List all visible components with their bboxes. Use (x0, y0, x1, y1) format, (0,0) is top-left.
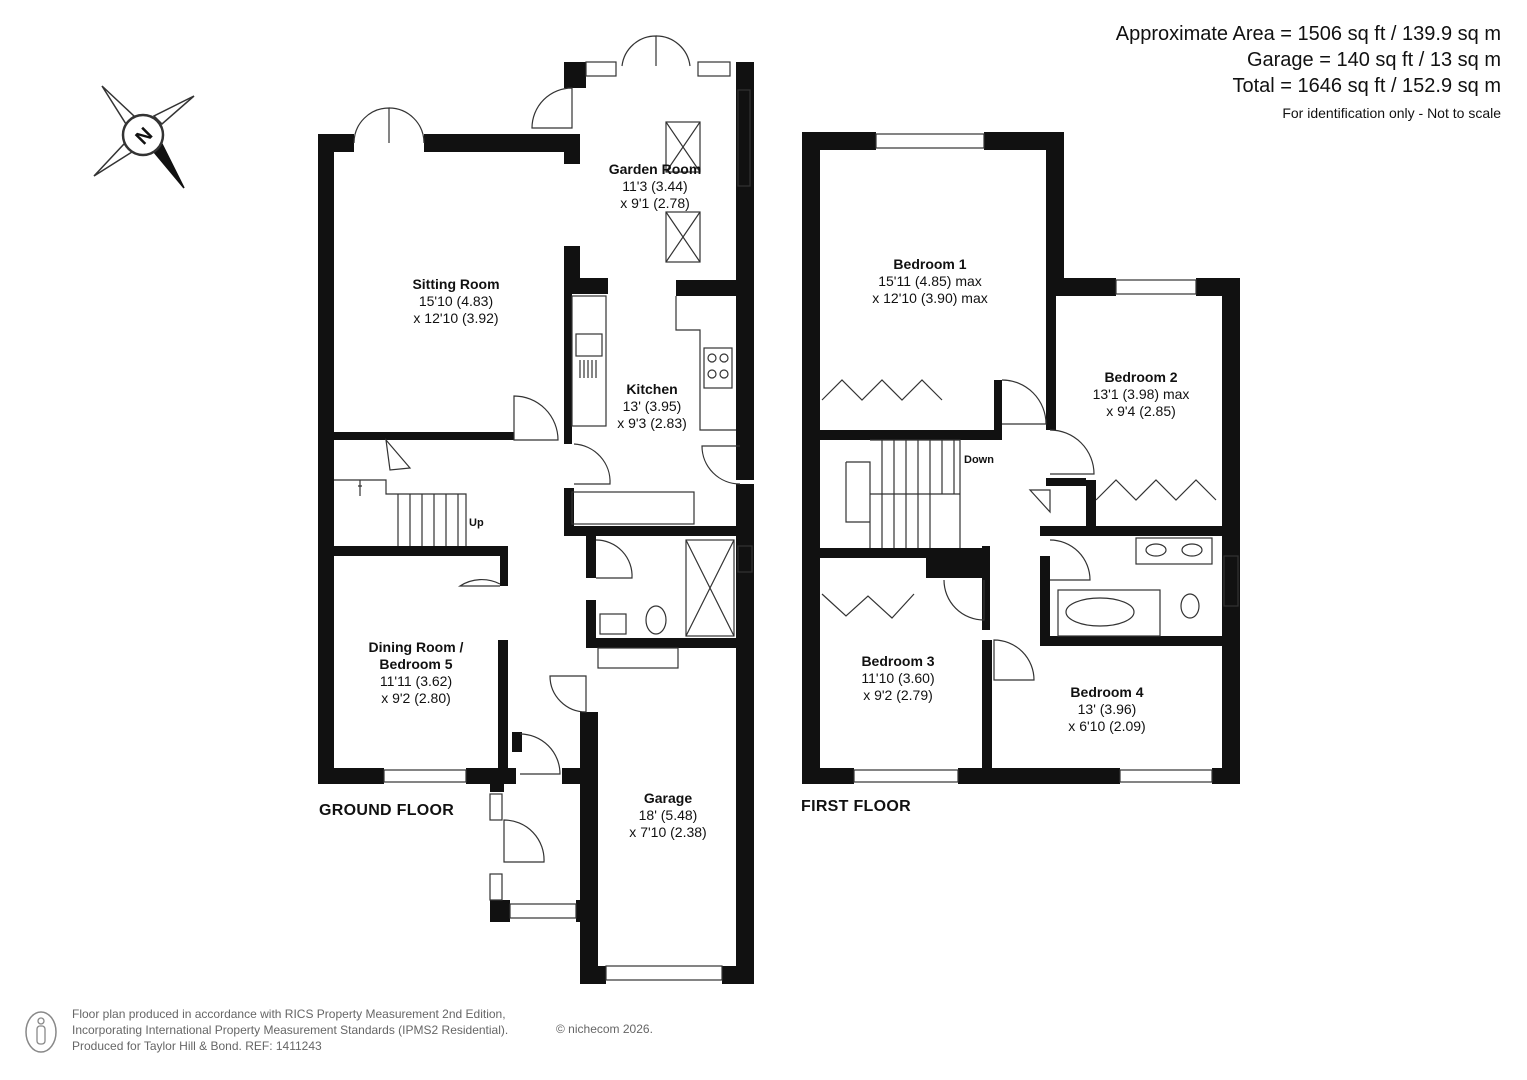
footer-notes: Floor plan produced in accordance with R… (72, 1006, 508, 1054)
garage-area: Garage = 140 sq ft / 13 sq m (1246, 49, 1501, 71)
approximate-area: Approximate Area = 1506 sq ft / 139.9 sq… (1115, 23, 1501, 45)
room-dining-room: Dining Room / Bedroom 5 11'11 (3.62) x 9… (369, 639, 464, 707)
room-bedroom-2: Bedroom 2 13'1 (3.98) max x 9'4 (2.85) (1093, 369, 1190, 420)
room-kitchen: Kitchen 13' (3.95) x 9'3 (2.83) (617, 381, 687, 432)
scale-note: For identification only - Not to scale (1282, 105, 1501, 121)
room-dimension: 11'10 (3.60) (861, 670, 935, 686)
stairs-down-label: Down (964, 454, 994, 466)
room-name: Bedroom 1 (893, 256, 967, 272)
room-sitting-room: Sitting Room 15'10 (4.83) x 12'10 (3.92) (412, 276, 499, 327)
room-dimension: 11'3 (3.44) (622, 178, 688, 194)
room-dimension: 15'10 (4.83) (418, 293, 494, 309)
copyright-text: © nichecom 2026. (556, 1022, 653, 1036)
room-name: Dining Room / (368, 639, 464, 655)
room-bedroom-4: Bedroom 4 13' (3.96) x 6'10 (2.09) (1068, 684, 1145, 735)
room-name: Kitchen (626, 381, 678, 397)
ground-floor-title: GROUND FLOOR (319, 802, 455, 819)
room-name: Garden Room (608, 161, 702, 177)
north-arrow-icon: N (93, 85, 195, 189)
room-dimension: 13' (3.95) (622, 398, 682, 414)
footer-line: Produced for Taylor Hill & Bond. REF: 14… (72, 1039, 322, 1053)
room-name: Bedroom 2 (1104, 369, 1178, 385)
first-floor-fixtures (821, 133, 1239, 783)
room-dimension: x 9'2 (2.79) (863, 687, 933, 703)
room-dimension: x 9'1 (2.78) (620, 195, 690, 211)
room-dimension: x 12'10 (3.90) max (872, 290, 988, 306)
room-name: Bedroom 3 (861, 653, 935, 669)
first-floor-walls (802, 132, 1240, 784)
footer-line: Incorporating International Property Mea… (72, 1023, 509, 1037)
room-dimension: x 9'2 (2.80) (381, 690, 451, 706)
room-dimension: 13' (3.96) (1077, 701, 1137, 717)
room-dimension: 15'11 (4.85) max (878, 273, 982, 289)
room-dimension: x 9'3 (2.83) (617, 415, 687, 431)
first-floor-title: FIRST FLOOR (801, 798, 911, 815)
stairs-up-label: Up (469, 517, 484, 529)
room-dimension: x 9'4 (2.85) (1106, 403, 1176, 419)
room-dimension: 18' (5.48) (638, 807, 698, 823)
room-garden-room: Garden Room 11'3 (3.44) x 9'1 (2.78) (609, 161, 702, 212)
footer-line: Floor plan produced in accordance with R… (72, 1007, 506, 1021)
room-dimension: 11'11 (3.62) (379, 673, 453, 689)
room-name: Bedroom 4 (1070, 684, 1144, 700)
room-dimension: x 12'10 (3.92) (413, 310, 499, 326)
room-dimension: x 6'10 (2.09) (1068, 718, 1146, 734)
ground-floor-walls (318, 62, 754, 984)
room-dimension: 13'1 (3.98) max (1092, 386, 1190, 402)
room-name: Sitting Room (412, 276, 500, 292)
room-name: Garage (643, 790, 693, 806)
room-dimension: x 7'10 (2.38) (629, 824, 707, 840)
room-name-secondary: Bedroom 5 (379, 656, 453, 672)
room-bedroom-1: Bedroom 1 15'11 (4.85) max x 12'10 (3.90… (872, 256, 988, 307)
person-icon (25, 1011, 57, 1053)
ground-floor-fixtures (334, 35, 753, 981)
total-area: Total = 1646 sq ft / 152.9 sq m (1232, 75, 1502, 97)
room-bedroom-3: Bedroom 3 11'10 (3.60) x 9'2 (2.79) (861, 653, 934, 704)
room-garage: Garage 18' (5.48) x 7'10 (2.38) (629, 790, 706, 841)
